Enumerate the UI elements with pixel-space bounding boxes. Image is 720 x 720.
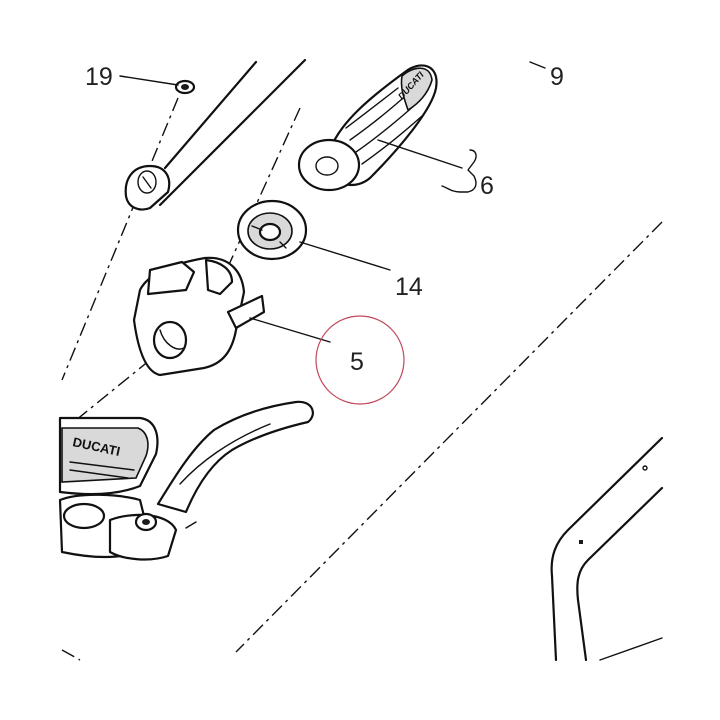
callout-14: 14 (395, 273, 423, 301)
callout-19: 19 (85, 63, 113, 91)
brace-6 (441, 149, 477, 193)
brake-lever-assembly (58, 400, 314, 561)
handlebar-tube (124, 58, 307, 211)
leader-9 (529, 61, 546, 69)
callout-6: 6 (480, 172, 494, 200)
washer-part-19 (174, 79, 196, 95)
leader-14 (299, 241, 391, 271)
callout-9: 9 (550, 63, 564, 91)
brake-reservoir: DUCATI (58, 416, 159, 496)
grip-part-6: DUCATI (297, 64, 438, 192)
spacer-ring-part-14 (236, 199, 308, 261)
leader-19 (119, 75, 179, 86)
leader-5 (249, 317, 331, 343)
callout-labels: 19 9 6 14 5 (85, 63, 564, 376)
circle-highlight-icon (315, 315, 405, 405)
leader-lines (119, 61, 546, 343)
callout-5: 5 (350, 348, 364, 376)
bracket-frame (550, 436, 664, 662)
center-lines (61, 97, 663, 661)
leader-6 (377, 139, 463, 169)
switch-housing-part-5 (132, 256, 266, 377)
